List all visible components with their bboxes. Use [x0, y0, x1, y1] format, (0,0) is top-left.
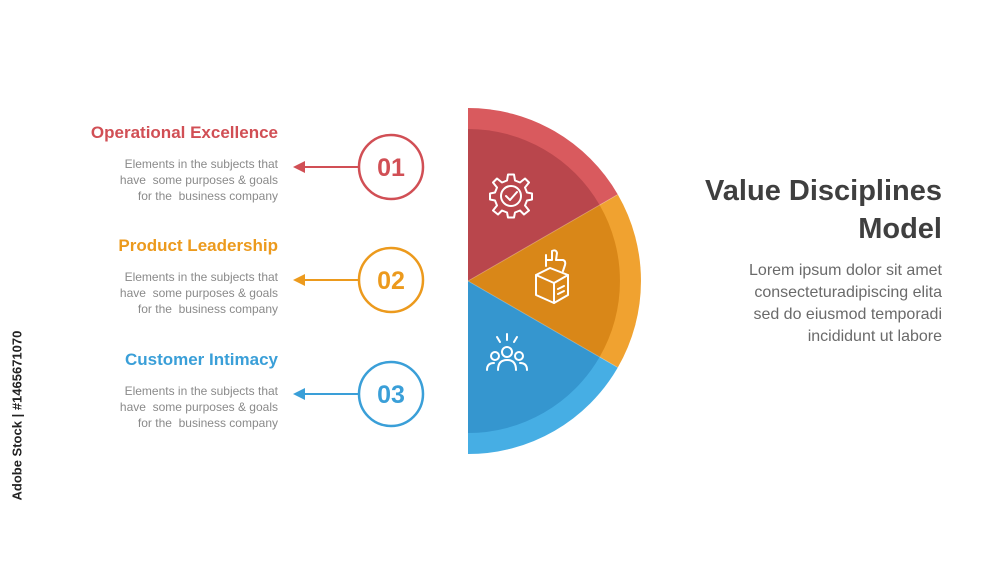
main-title: Value Disciplines Model [602, 172, 942, 248]
number-badge-3: 03 [357, 360, 425, 428]
segment-inner-3 [468, 281, 600, 433]
arrow-3 [293, 388, 358, 400]
item-desc-3-line-2: have some purposes & goals [119, 400, 278, 414]
segment-inner-2 [468, 205, 620, 357]
arrow-1 [293, 161, 358, 173]
segment-inner-1 [468, 129, 600, 281]
box-thumbs-up-icon [535, 249, 569, 304]
item-title-customer-intimacy: Customer Intimacy [124, 350, 278, 369]
item-desc-3-line-3: for the business company [137, 416, 278, 430]
item-desc-3-line-1: Elements in the subjects that [124, 384, 278, 398]
item-desc-1-line-1: Elements in the subjects that [124, 157, 278, 171]
main-body-line-2: consecteturadipiscing elita [754, 284, 942, 301]
main-body-line-3: sed do eiusmod temporadi [753, 306, 942, 323]
item-title-operational-excellence: Operational Excellence [90, 123, 278, 142]
number-badge-1: 01 [357, 133, 425, 201]
arrow-2 [293, 274, 358, 286]
main-body-line-4: incididunt ut labore [807, 328, 942, 345]
item-desc-2-line-3: for the business company [137, 302, 278, 316]
item-desc-1-line-3: for the business company [137, 189, 278, 203]
item-desc-2: Elements in the subjects that have some … [78, 269, 278, 317]
number-label-1: 01 [377, 154, 405, 182]
people-group-icon [486, 333, 528, 371]
main-title-line-1: Value Disciplines [705, 175, 942, 207]
gear-check-icon [489, 173, 533, 219]
item-desc-2-line-2: have some purposes & goals [119, 286, 278, 300]
item-title-product-leadership: Product Leadership [118, 236, 278, 255]
main-body-text: Lorem ipsum dolor sit amet consecteturad… [602, 260, 942, 348]
stock-id-label: Adobe Stock | #1465671070 [9, 330, 25, 501]
number-badge-2: 02 [357, 246, 425, 314]
main-title-line-2: Model [858, 213, 942, 245]
item-desc-2-line-1: Elements in the subjects that [124, 270, 278, 284]
item-desc-1: Elements in the subjects that have some … [78, 156, 278, 204]
number-label-3: 03 [377, 381, 405, 409]
number-label-2: 02 [377, 267, 405, 295]
item-desc-3: Elements in the subjects that have some … [78, 383, 278, 431]
main-body-line-1: Lorem ipsum dolor sit amet [749, 262, 942, 279]
item-desc-1-line-2: have some purposes & goals [119, 173, 278, 187]
half-pie [467, 108, 641, 454]
